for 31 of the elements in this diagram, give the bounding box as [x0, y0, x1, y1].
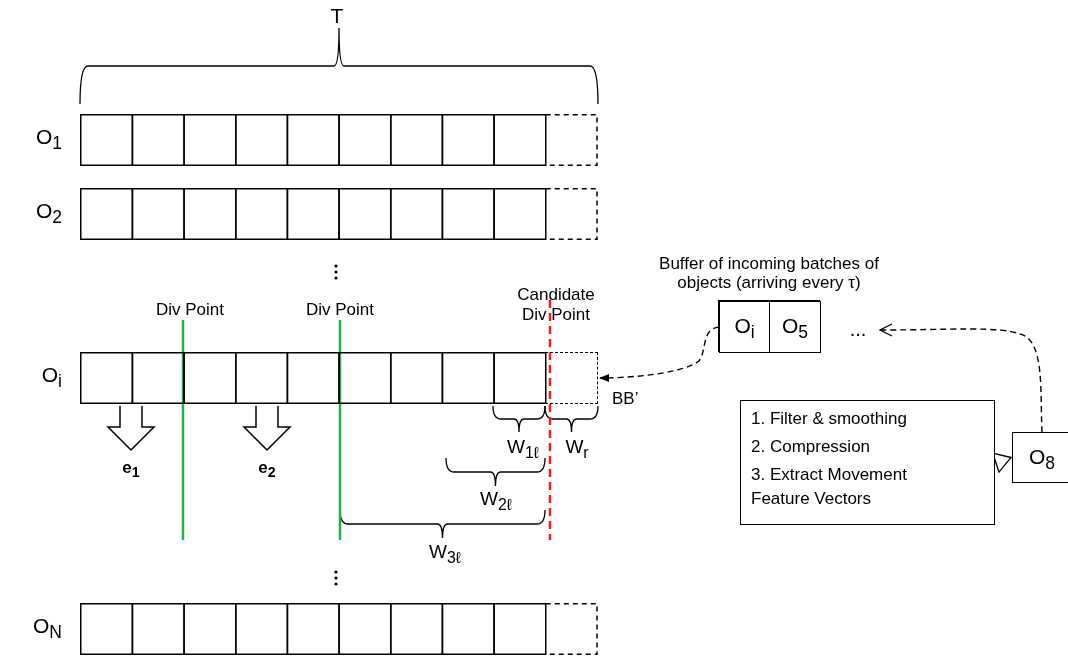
window-label: W$_{2ℓ}$	[480, 488, 512, 514]
object-label: O$_{i}$	[733, 314, 756, 343]
block-arrow	[106, 405, 156, 452]
brace-label: T	[330, 4, 344, 29]
candidate-div-point-label: Candidate Div Point	[516, 285, 596, 325]
row-label: O$_{2}$	[35, 199, 62, 228]
object-slot	[719, 301, 770, 353]
window-label: W$_{3ℓ}$	[429, 541, 461, 567]
step-text: 3. Extract Movement Feature Vectors	[751, 464, 908, 510]
arrow	[879, 323, 1043, 433]
div-point-label: Div Point	[306, 300, 374, 320]
step-text: 2. Compression	[751, 436, 872, 458]
block-arrow	[242, 405, 292, 452]
ellipsis-text: ...	[848, 318, 868, 341]
object-slot	[769, 301, 821, 353]
event-label: e$_{1}$	[121, 458, 141, 481]
step-text: 1. Filter & smoothing	[751, 408, 908, 430]
row-label: O$_{N}$	[33, 614, 62, 643]
window-label: W$_{r}$	[565, 436, 589, 462]
row-label: O$_{1}$	[35, 125, 62, 154]
window-label: W$_{1ℓ}$	[507, 436, 539, 462]
div-point-label: Div Point	[156, 300, 224, 320]
empty-slot	[545, 352, 598, 404]
event-label: e$_{2}$	[257, 458, 277, 481]
object-label: O$_{5}$	[780, 314, 810, 343]
process-box	[740, 400, 995, 525]
object-slot	[1012, 432, 1068, 483]
buffer-title: Buffer of incoming batches of objects (arriving every τ)	[658, 253, 880, 293]
arrow	[599, 326, 720, 382]
row-label: O$_{i}$	[41, 363, 62, 392]
object-label: O$_{8}$	[1027, 445, 1057, 474]
